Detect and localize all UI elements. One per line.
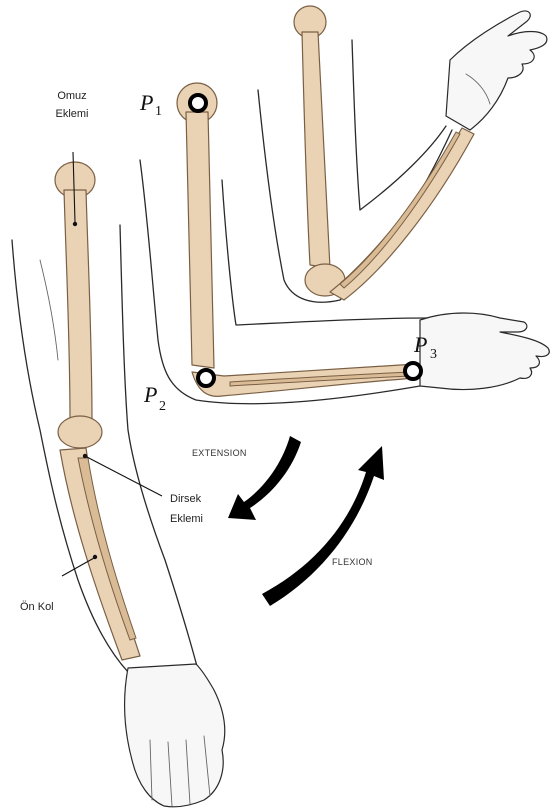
p1-symbol: P — [139, 90, 153, 115]
p1-marker — [190, 95, 206, 111]
left-arm-crease — [40, 260, 58, 360]
middle-humerus — [177, 83, 217, 368]
forearm-label: Ön Kol — [20, 601, 54, 613]
p1-subscript: 1 — [155, 104, 162, 119]
flexed-humerus — [294, 6, 345, 296]
middle-arm — [140, 83, 549, 404]
shoulder-joint-label-line1: Omuz — [57, 90, 86, 102]
left-humerus — [55, 162, 102, 448]
p2-subscript: 2 — [159, 399, 166, 414]
extension-arrow-group: EXTENSION — [192, 436, 301, 520]
elbow-leader-dot — [83, 454, 87, 458]
flexion-label: FLEXION — [332, 557, 373, 567]
p3-subscript: 3 — [430, 347, 437, 362]
p2-marker — [198, 370, 214, 386]
shoulder-joint-label-line2: Eklemi — [55, 108, 88, 120]
extension-label: EXTENSION — [192, 448, 247, 458]
p3-marker — [405, 363, 421, 379]
flexed-hand — [446, 11, 547, 130]
left-arm-skin-inner — [120, 225, 198, 670]
elbow-leader-line — [85, 456, 162, 496]
elbow-joint-label-line2: Eklemi — [170, 513, 203, 525]
flexed-forearm-bones — [330, 128, 474, 300]
shoulder-leader-dot — [73, 222, 77, 226]
left-hand — [125, 664, 225, 807]
p2-symbol: P — [143, 382, 157, 407]
middle-hand — [420, 313, 549, 390]
forearm-annotation: Ön Kol — [20, 555, 97, 613]
flexed-arm — [258, 6, 547, 302]
elbow-joint-label-line1: Dirsek — [170, 493, 202, 505]
p3-symbol: P — [413, 332, 427, 357]
left-forearm-bones — [60, 448, 140, 660]
forearm-leader-dot — [93, 555, 97, 559]
elbow-joint-annotation: Dirsek Eklemi — [83, 454, 203, 525]
